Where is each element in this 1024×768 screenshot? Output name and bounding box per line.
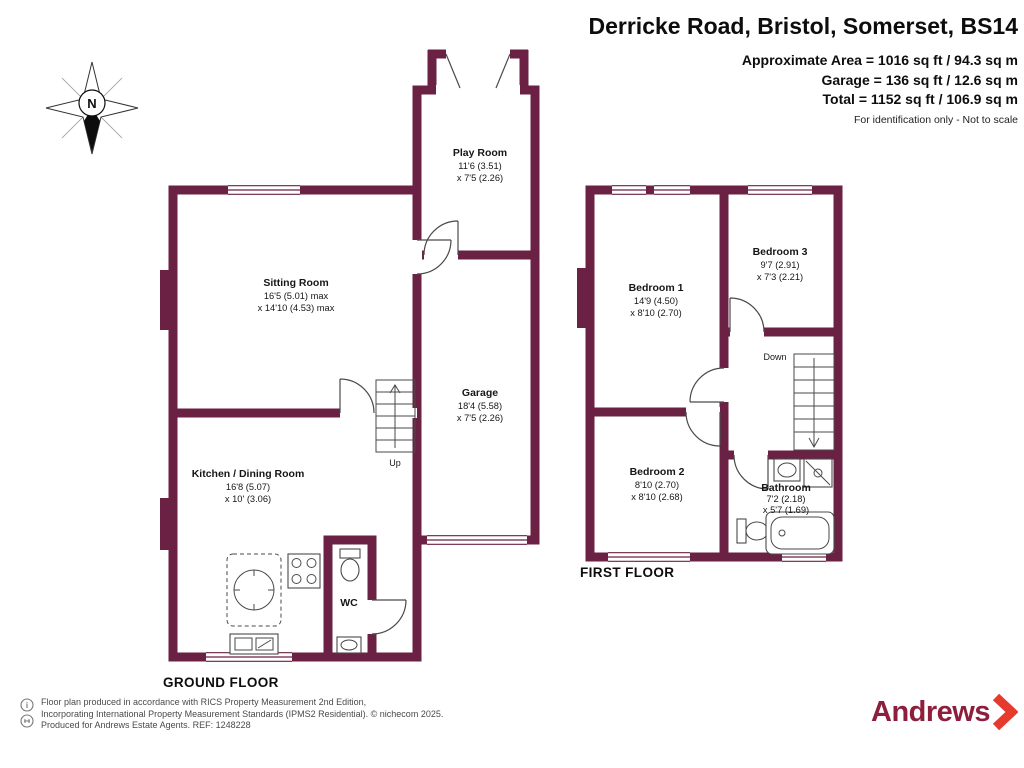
footer: i Floor plan produced in accordance with…: [20, 697, 443, 732]
footer-line: Incorporating International Property Mea…: [41, 708, 444, 719]
room-label-bedroom3: Bedroom 3 9'7 (2.91) x 7'3 (2.21): [753, 246, 808, 282]
room-name: Bedroom 3: [753, 246, 808, 258]
room-name: Sitting Room: [263, 277, 328, 289]
kitchen-outline: [168, 408, 422, 662]
room-label-sitting-room: Sitting Room 16'5 (5.01) max x 14'10 (4.…: [258, 277, 335, 313]
bathroom-door: [733, 450, 769, 490]
ground-floor: Up: [160, 49, 540, 690]
andrews-logo: Andrews: [871, 692, 1018, 732]
room-dim: 14'9 (4.50): [634, 296, 678, 306]
chimney-breast: [160, 498, 173, 550]
room-dim: 18'4 (5.58): [458, 401, 502, 411]
garage-door: [427, 535, 527, 545]
bedroom1-window: [612, 185, 646, 195]
room-dim: x 10' (3.06): [225, 494, 271, 504]
bedroom1-window: [654, 185, 690, 195]
room-dim: x 7'3 (2.21): [757, 272, 803, 282]
bathroom-sink-icon: [773, 458, 801, 482]
bedroom2-outline: [585, 407, 729, 562]
room-name: Garage: [462, 387, 498, 399]
porch-double-door: [436, 53, 520, 95]
toilet-icon: [339, 548, 361, 582]
room-dim: x 7'5 (2.26): [457, 413, 503, 423]
hob-icon: [287, 553, 321, 589]
andrews-chevron-icon: [992, 693, 1018, 731]
compass-needle: [84, 108, 100, 152]
wc-basin-icon: [336, 636, 362, 654]
garage-area-line: Garage = 136 sq ft / 12.6 sq m: [821, 71, 1019, 88]
stairs-up-label: Up: [389, 458, 401, 468]
room-label-wc: WC: [340, 597, 358, 609]
first-floor-label: FIRST FLOOR: [580, 565, 674, 580]
room-dim: 16'5 (5.01) max: [264, 291, 329, 301]
total-area-line: Total = 1152 sq ft / 106.9 sq m: [822, 91, 1018, 107]
play-room-door: [423, 220, 459, 260]
room-dim: x 8'10 (2.70): [630, 308, 681, 318]
room-name: Play Room: [453, 147, 507, 159]
footer-line: Floor plan produced in accordance with R…: [41, 697, 367, 707]
andrews-wordmark: Andrews: [871, 695, 990, 728]
measurement-icon: [20, 714, 34, 728]
disclaimer-text: For identification only - Not to scale: [854, 113, 1018, 126]
footer-line: Produced for Andrews Estate Agents. REF:…: [41, 720, 251, 730]
compass: N: [45, 61, 139, 155]
wc-door: [367, 599, 407, 635]
room-label-bedroom1: Bedroom 1 14'9 (4.50) x 8'10 (2.70): [629, 282, 684, 318]
compass-north-label: N: [87, 96, 96, 111]
compass-circle: [78, 89, 106, 117]
room-name: Bedroom 1: [629, 282, 684, 294]
page-title: Derricke Road, Bristol, Somerset, BS14: [588, 13, 1019, 39]
room-dim: x 14'10 (4.53) max: [258, 303, 335, 313]
bedroom1-door: [689, 367, 729, 403]
kitchen-island: [226, 553, 282, 627]
staircase-down: [793, 353, 835, 451]
bedroom3-window: [748, 185, 812, 195]
chimney-breast: [160, 270, 173, 330]
approx-area-line: Approximate Area = 1016 sq ft / 94.3 sq …: [741, 52, 1018, 68]
entrance-door: [412, 239, 452, 275]
room-name: Bedroom 2: [630, 466, 685, 478]
sitting-room-door: [339, 378, 375, 418]
bedroom2-door: [685, 407, 721, 447]
sitting-room-window: [228, 185, 300, 195]
room-name: Bathroom: [761, 482, 811, 494]
room-label-bedroom2: Bedroom 2 8'10 (2.70) x 8'10 (2.68): [630, 466, 685, 502]
garage-outline: [412, 250, 540, 545]
bathtub-icon: [765, 511, 835, 555]
staircase-up: [375, 379, 416, 453]
bedroom3-door: [729, 297, 765, 337]
room-name: Kitchen / Dining Room: [192, 468, 305, 480]
room-dim: 7'2 (2.18): [767, 494, 806, 504]
room-label-bathroom: Bathroom 7'2 (2.18) x 5'7 (1.69): [761, 482, 811, 515]
porch-walls: [427, 49, 529, 92]
room-label-kitchen: Kitchen / Dining Room 16'8 (5.07) x 10' …: [192, 468, 305, 504]
room-dim: x 7'5 (2.26): [457, 173, 503, 183]
room-dim: x 5'7 (1.69): [763, 505, 809, 515]
bedroom2-window: [608, 552, 690, 562]
room-dim: 8'10 (2.70): [635, 480, 679, 490]
ground-walls: [160, 49, 540, 662]
svg-text:i: i: [26, 701, 28, 710]
shower-icon: [803, 458, 833, 488]
kitchen-sink-icon: [229, 633, 279, 655]
footer-text: Floor plan produced in accordance with R…: [41, 697, 443, 732]
title-block: Derricke Road, Bristol, Somerset, BS14 A…: [589, 14, 1019, 126]
room-label-garage: Garage 18'4 (5.58) x 7'5 (2.26): [457, 387, 503, 423]
room-dim: 9'7 (2.91): [761, 260, 800, 270]
room-dim: x 8'10 (2.68): [631, 492, 682, 502]
footer-icons: i: [20, 697, 34, 728]
stairs-down-label: Down: [763, 352, 786, 362]
first-floor: Down Bedroom 1: [577, 185, 843, 580]
first-walls: [577, 185, 843, 562]
ground-floor-label: GROUND FLOOR: [163, 675, 279, 690]
chimney-breast: [577, 268, 590, 328]
room-label-play-room: Play Room 11'6 (3.51) x 7'5 (2.26): [453, 147, 507, 183]
info-icon: i: [20, 698, 34, 712]
room-dim: 11'6 (3.51): [458, 161, 501, 171]
room-dim: 16'8 (5.07): [226, 482, 270, 492]
